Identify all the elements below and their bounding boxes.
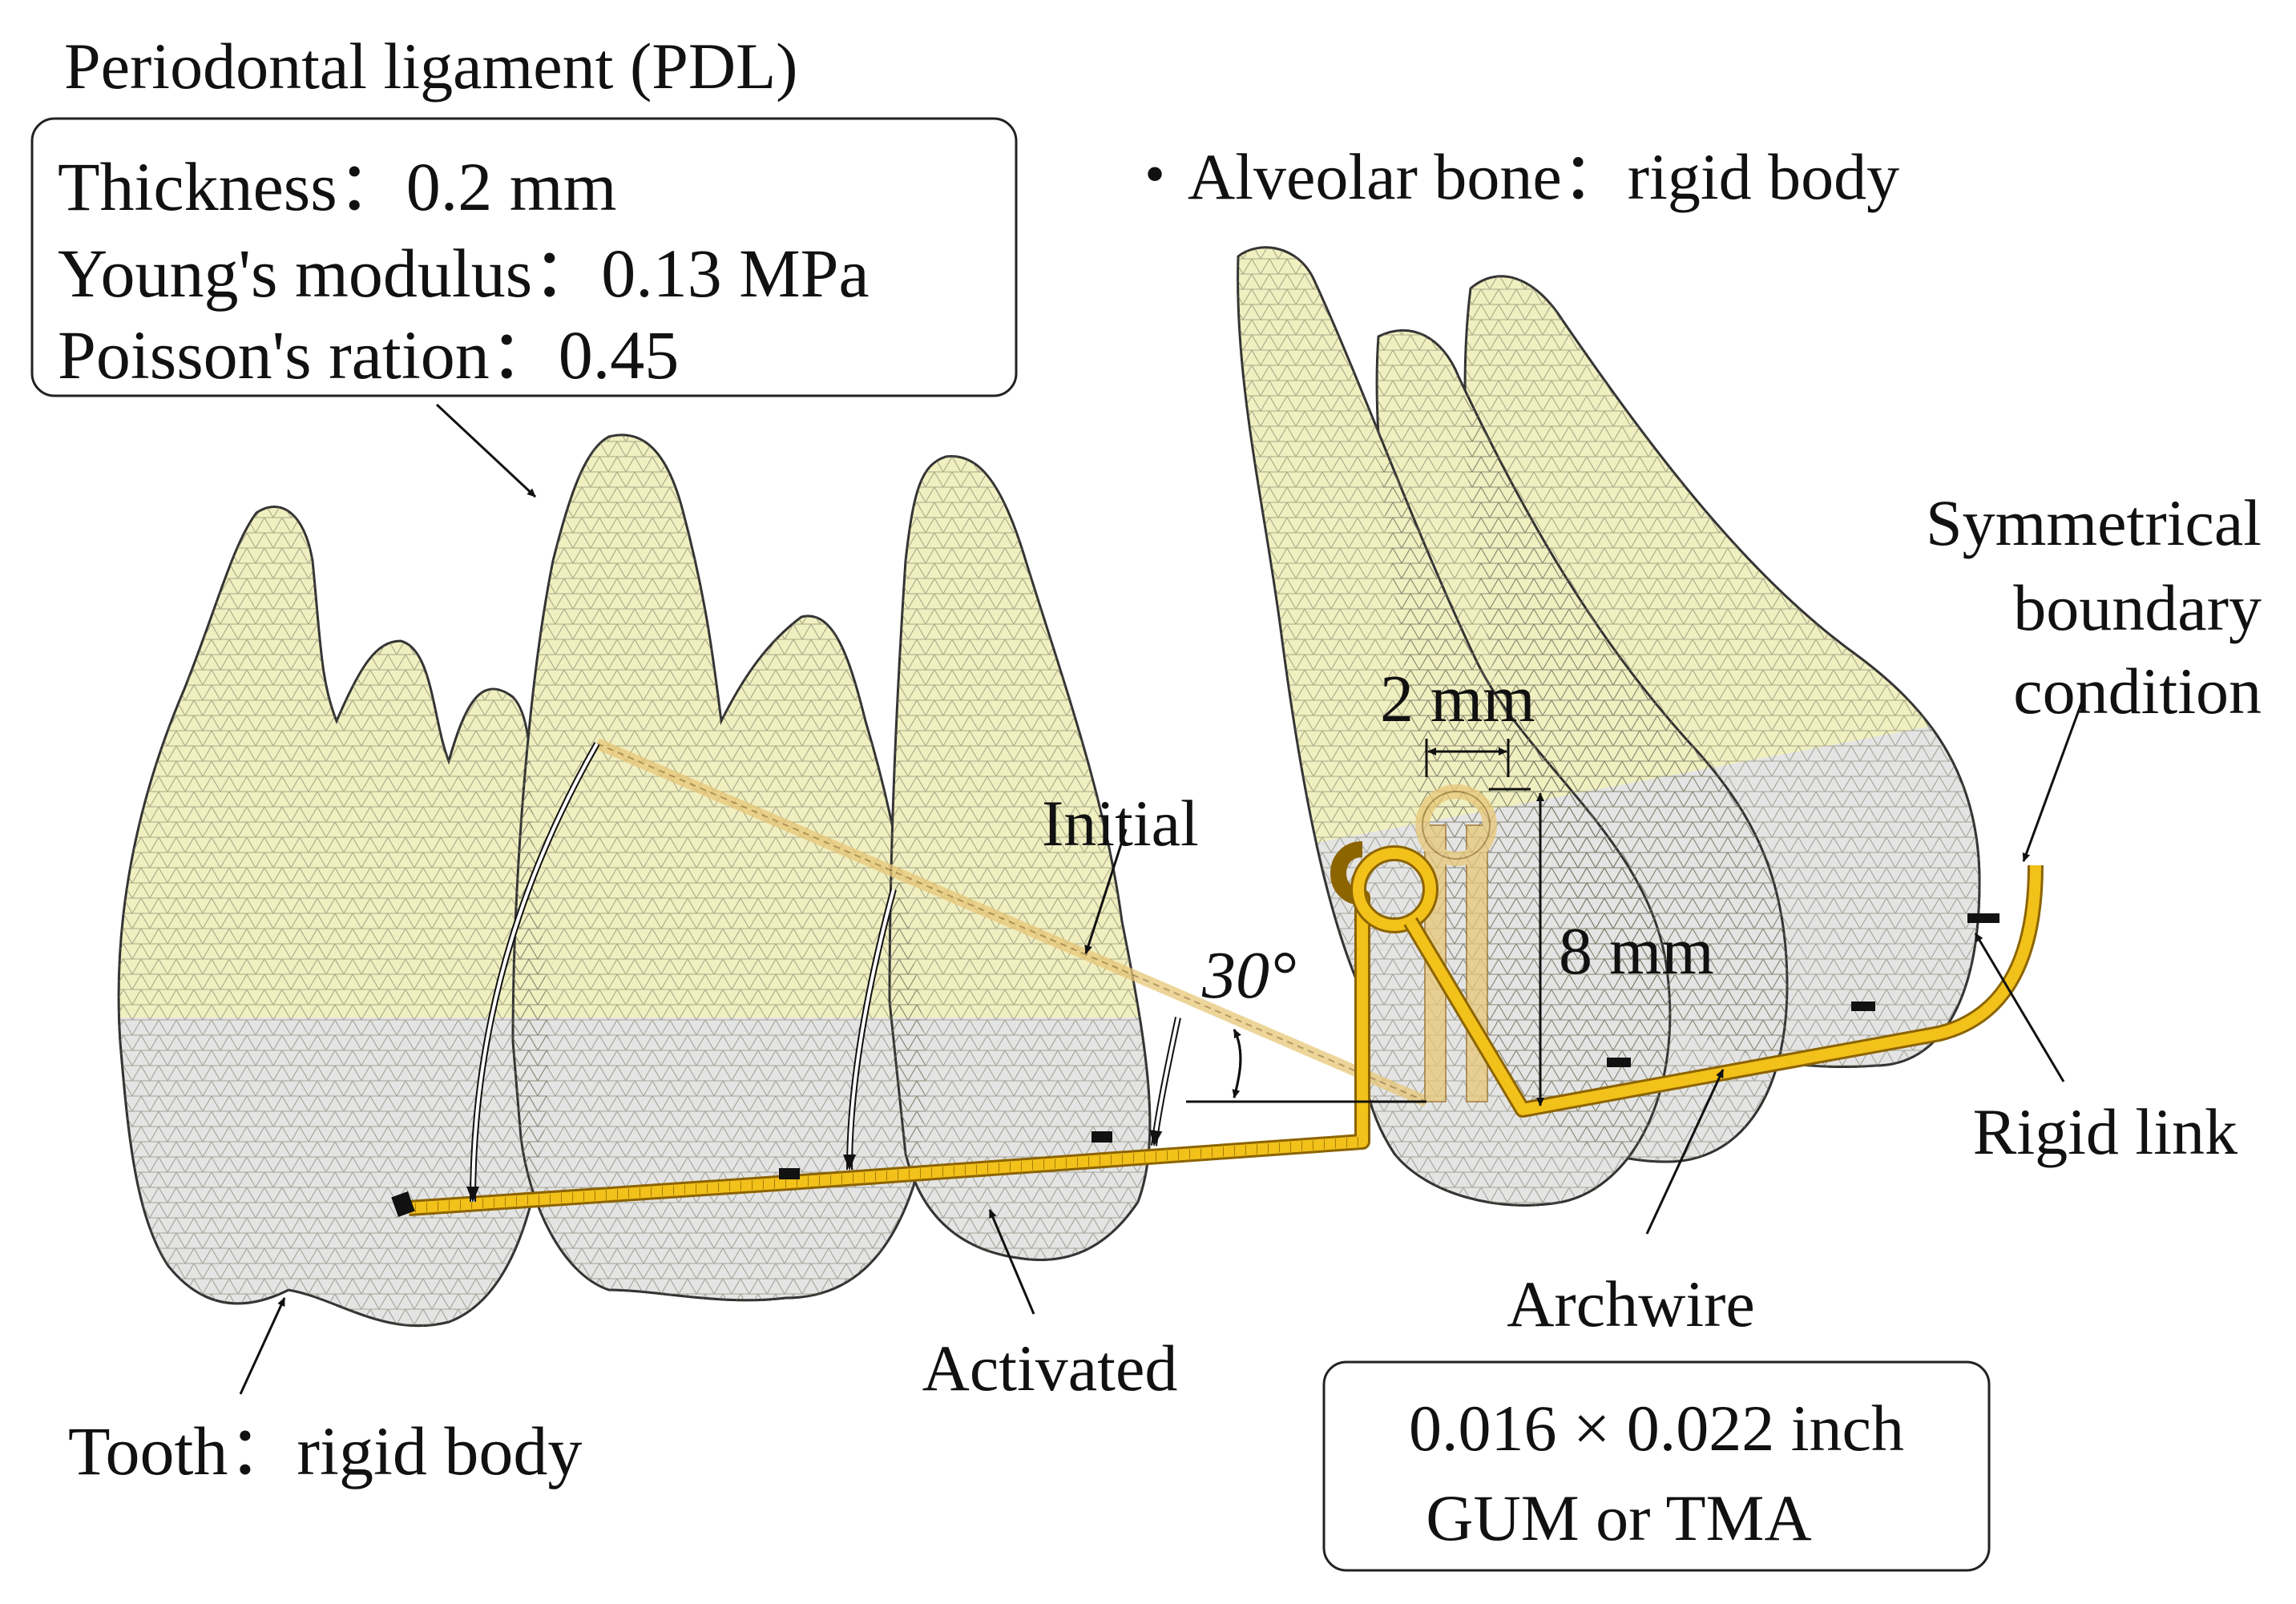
angle-label: 30°: [1201, 938, 1297, 1013]
rigid-link-label: Rigid link: [1973, 1095, 2237, 1168]
archwire-material: GUM or TMA: [1426, 1481, 1811, 1554]
activation-arrows: [466, 742, 1181, 1203]
rigid-link-markers: [391, 913, 1999, 1217]
pdl-title: Periodontal ligament (PDL): [64, 30, 798, 103]
pdl-properties-box: [30, 117, 1018, 397]
dimension-lines: [1186, 739, 1544, 1106]
left-teeth-group: [117, 433, 1152, 1328]
activated-label: Activated: [922, 1332, 1178, 1405]
archwire-activated: [408, 841, 2044, 1216]
pdl-youngs-modulus: Young's modulus：0.13 MPa: [58, 235, 870, 312]
alveolar-bone-label: ・Alveolar bone：rigid body: [1122, 140, 1899, 213]
archwire-size: 0.016 × 0.022 inch: [1409, 1392, 1904, 1465]
tooth-label: Tooth：rigid body: [68, 1413, 582, 1489]
symmetrical-label-1: Symmetrical: [1926, 486, 2262, 559]
initial-wire: [595, 738, 1497, 1107]
dimension-8mm: 8 mm: [1559, 914, 1714, 989]
pdl-thickness: Thickness：0.2 mm: [58, 148, 617, 225]
archwire-label: Archwire: [1507, 1267, 1755, 1340]
initial-label: Initial: [1042, 787, 1199, 860]
symmetrical-label-3: condition: [2013, 655, 2262, 727]
leader-lines: [239, 403, 2085, 1395]
symmetrical-label-2: boundary: [2013, 571, 2262, 644]
text-labels: Periodontal ligament (PDL) Thickness：0.2…: [58, 30, 2262, 1554]
pdl-poisson-ratio: Poisson's ration：0.45: [58, 316, 679, 393]
dimension-2mm: 2 mm: [1380, 662, 1535, 736]
archwire-properties-box: [1322, 1360, 1991, 1572]
